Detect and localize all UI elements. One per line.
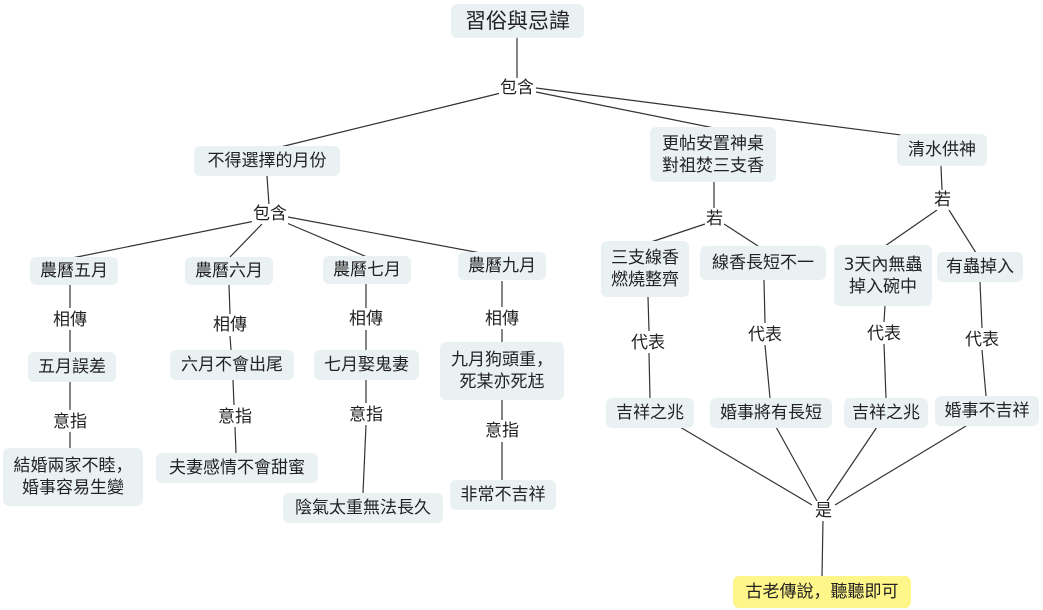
meaning-label-5: 意指 xyxy=(52,412,88,432)
meaning-label-9: 意指 xyxy=(484,421,520,441)
legend-node-6: 六月不會出尾 xyxy=(170,350,294,380)
rumor-label-9: 相傳 xyxy=(484,309,520,329)
represents-label-3: 代表 xyxy=(866,324,902,344)
month-node-7: 農曆七月 xyxy=(323,256,411,284)
meaning-node-9: 非常不吉祥 xyxy=(450,480,556,510)
meaning-label-6: 意指 xyxy=(217,407,253,427)
omen-node-2: 婚事將有長短 xyxy=(710,398,832,428)
rumor-label-7: 相傳 xyxy=(348,309,384,329)
rumor-label-6: 相傳 xyxy=(212,315,248,335)
legend-node-7: 七月娶鬼妻 xyxy=(314,350,419,380)
meaning-node-7: 陰氣太重無法長久 xyxy=(283,493,443,523)
legend-node-5: 五月誤差 xyxy=(28,352,116,382)
conclusion-node: 古老傳說，聽聽即可 xyxy=(733,576,911,608)
if-label-water: 若 xyxy=(933,190,952,210)
month-node-9: 農曆九月 xyxy=(458,252,546,280)
omen-node-1: 吉祥之兆 xyxy=(606,398,694,428)
legend-node-9: 九月狗頭重， 死某亦死尪 xyxy=(440,342,564,400)
omen-node-3: 吉祥之兆 xyxy=(844,398,928,428)
root-node: 習俗與忌諱 xyxy=(451,4,584,38)
include-label-months: 包含 xyxy=(252,204,288,224)
represents-label-1: 代表 xyxy=(630,333,666,353)
include-label-top: 包含 xyxy=(499,78,535,98)
if-label-altar: 若 xyxy=(705,209,724,229)
topic-months: 不得選擇的月份 xyxy=(194,146,340,176)
meaning-label-7: 意指 xyxy=(348,405,384,425)
condition-node-4: 有蟲掉入 xyxy=(937,252,1023,282)
omen-node-4: 婚事不吉祥 xyxy=(935,396,1039,426)
meaning-node-5: 結婚兩家不睦， 婚事容易生變 xyxy=(3,448,143,506)
month-node-6: 農曆六月 xyxy=(185,257,273,285)
meaning-node-6: 夫妻感情不會甜蜜 xyxy=(156,453,318,483)
rumor-label-5: 相傳 xyxy=(52,310,88,330)
represents-label-2: 代表 xyxy=(747,325,783,345)
topic-altar: 更帖安置神桌 對祖焚三支香 xyxy=(650,127,776,182)
is-label: 是 xyxy=(814,501,833,521)
condition-node-3: 3天內無蟲 掉入碗中 xyxy=(834,245,932,306)
topic-water: 清水供神 xyxy=(897,134,987,166)
condition-node-1: 三支線香 燃燒整齊 xyxy=(601,241,689,297)
condition-node-2: 線香長短不一 xyxy=(700,246,826,280)
month-node-5: 農曆五月 xyxy=(30,257,118,285)
represents-label-4: 代表 xyxy=(964,330,1000,350)
